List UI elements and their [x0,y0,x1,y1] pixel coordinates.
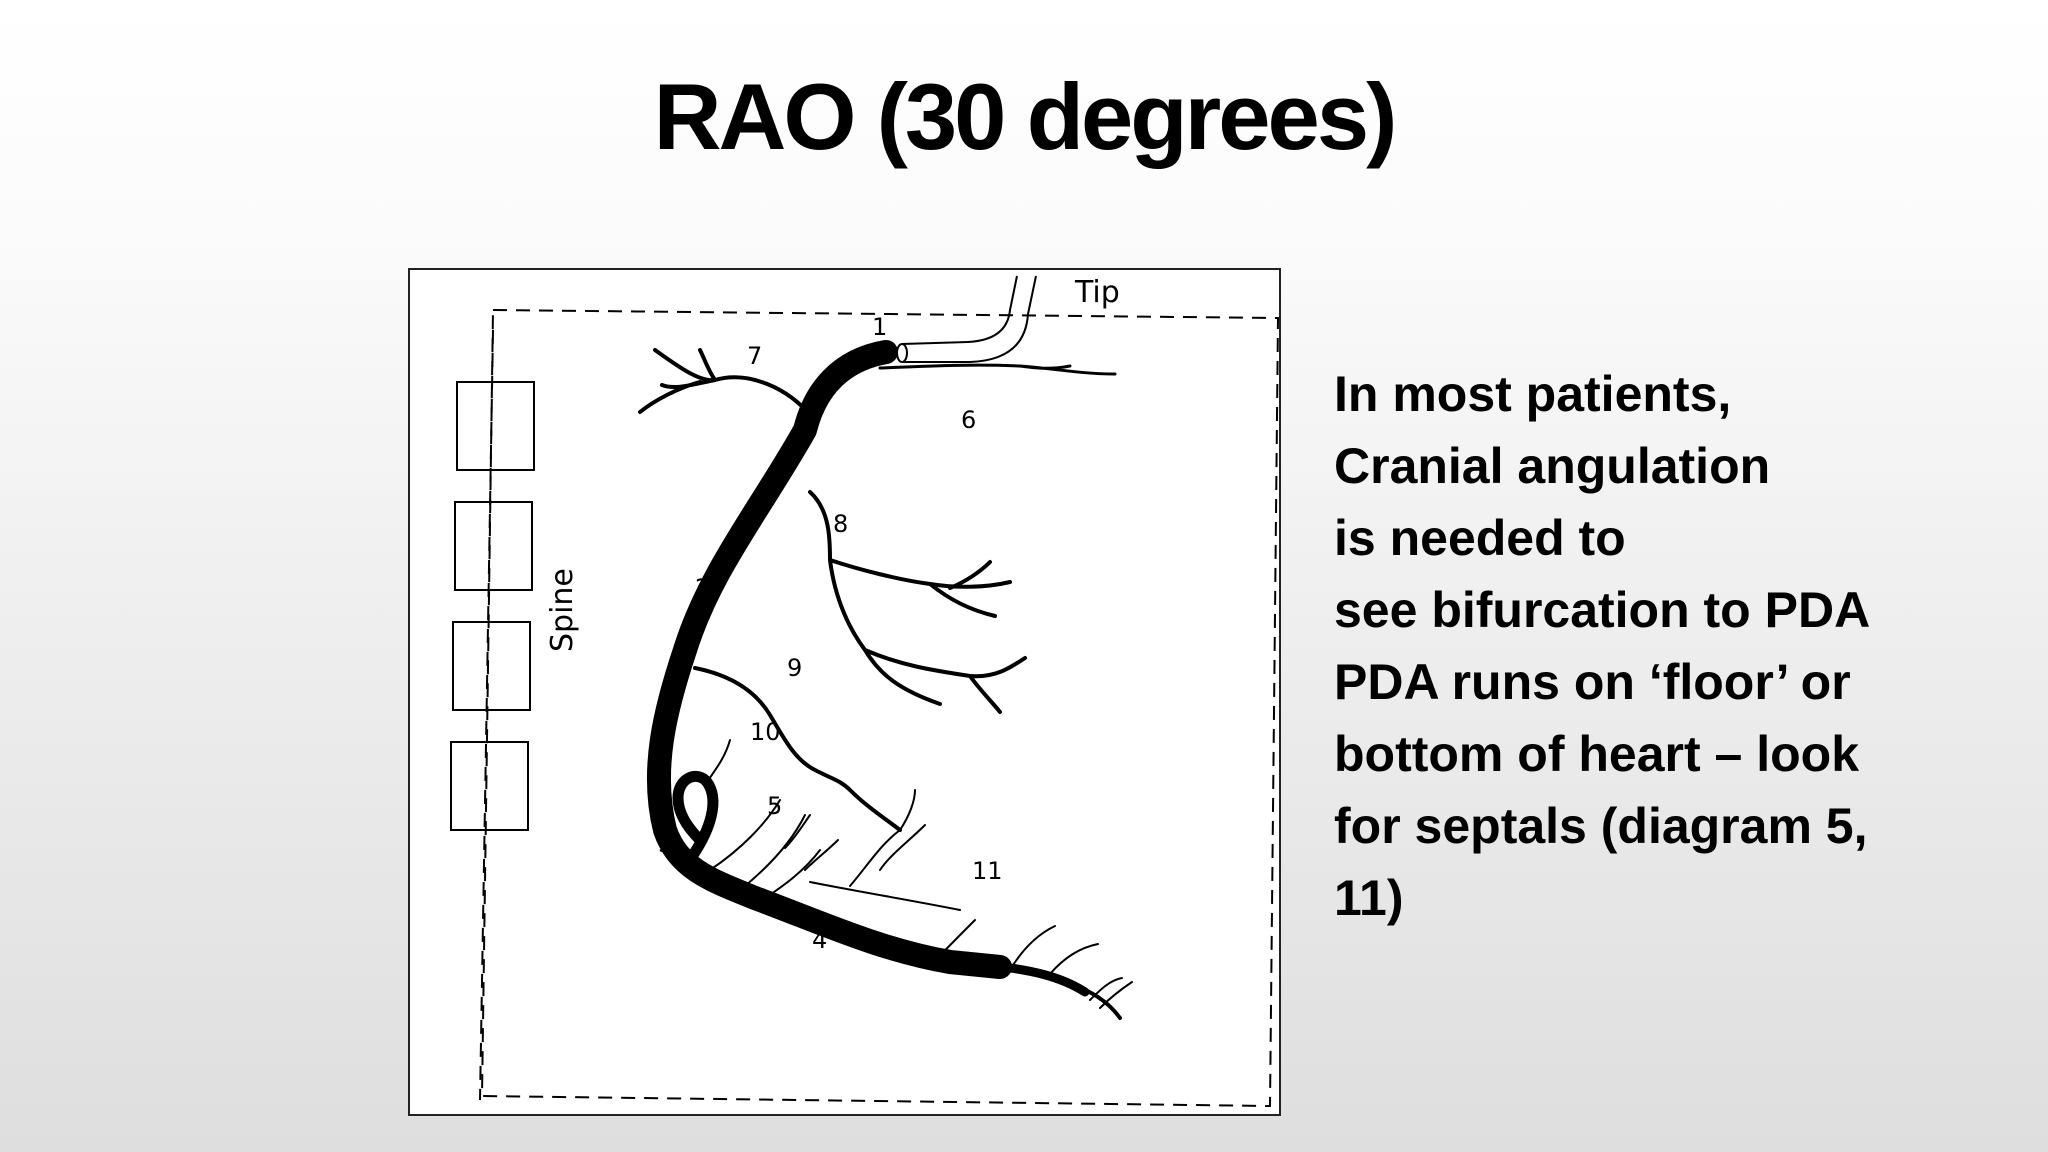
body-line: In most patients, [1334,366,1732,422]
body-line: Cranial angulation [1334,438,1771,494]
coronary-diagram-svg: Tip Spine 1 2 3 4 5 6 7 8 9 10 11 [450,275,1280,1108]
branch-7 [638,348,812,417]
body-line: for septals (diagram 5, [1334,798,1868,854]
branch-10-tip [706,739,731,783]
body-line: PDA runs on ‘floor’ or [1334,654,1851,710]
body-text: In most patients, Cranial angulation is … [1334,358,2024,934]
body-line: is needed to [1334,510,1626,566]
body-line: bottom of heart – look [1334,726,1859,782]
label-5: 5 [767,792,782,820]
branch-8 [808,490,1027,714]
branch-10 [672,771,719,861]
branch-6 [878,363,1117,376]
catheter-outer [902,275,1037,363]
label-spine: Spine [545,568,580,652]
heart-outline [480,308,1280,1108]
label-tip: Tip [1074,275,1120,310]
body-line: 11) [1334,870,1404,926]
label-10: 10 [750,718,781,746]
distal-septals [929,919,1133,1009]
label-1: 1 [872,313,887,341]
label-9: 9 [787,654,802,682]
rca-distal-tip [1068,982,1122,1020]
branch-5-septals [709,799,839,899]
coronary-diagram: Tip Spine 1 2 3 4 5 6 7 8 9 10 11 [408,268,1281,1116]
branch-11 [809,789,961,911]
label-3: 3 [658,830,673,858]
body-line: see bifurcation to PDA [1334,582,1871,638]
spine-centerline [479,329,494,1101]
rca-main-vessel [646,340,1012,979]
label-11: 11 [972,857,1003,885]
catheter [901,275,1018,345]
label-8: 8 [833,510,848,538]
rca-distal-taper [990,961,1090,997]
label-7: 7 [747,342,762,370]
branch-9 [693,666,902,832]
slide-title: RAO (30 degrees) [653,64,1398,169]
label-2: 2 [695,574,710,602]
label-4: 4 [812,926,827,954]
spine-vertebrae [450,381,535,831]
catheter-tip [896,343,908,363]
label-6: 6 [961,406,976,434]
